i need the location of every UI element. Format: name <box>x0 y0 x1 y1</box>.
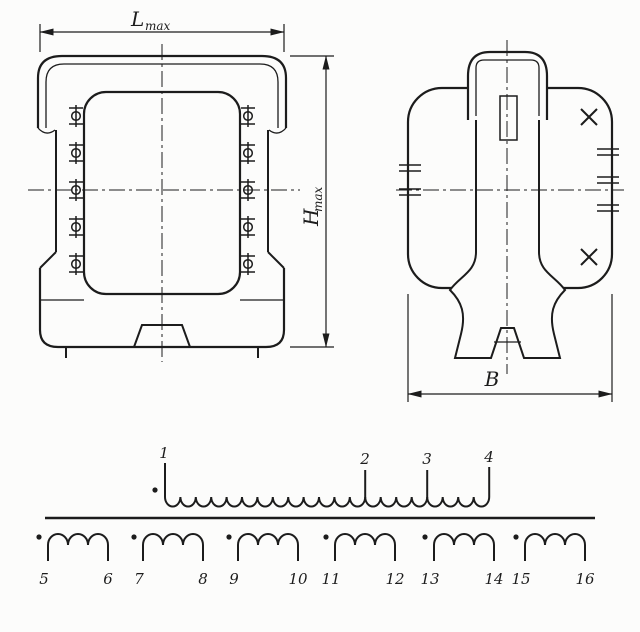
secondary-terminal-label: 10 <box>288 570 308 588</box>
side-lug-icon <box>596 176 620 184</box>
polarity-dot-icon <box>422 534 428 540</box>
side-lug-icon <box>596 204 620 212</box>
secondary-terminal-label: 7 <box>134 570 144 588</box>
secondary-winding-3: 9 10 <box>226 533 308 588</box>
front-strap-curl-left <box>37 127 56 134</box>
secondary-terminal-label: 16 <box>575 570 595 588</box>
winding-schematic: 1 2 3 4 5 6 7 8 9 10 11 <box>36 444 595 588</box>
secondary-winding-5: 13 14 <box>420 533 504 588</box>
secondary-coil <box>47 533 109 561</box>
dim-length-letter: L <box>130 7 144 31</box>
terminal-pin-icon <box>68 215 84 239</box>
secondary-coil <box>142 533 204 561</box>
dim-height-subscript: max <box>311 186 325 212</box>
polarity-dot-icon <box>152 487 158 493</box>
front-chamfer-left <box>39 251 57 269</box>
primary-terminal-3-label: 3 <box>422 450 432 468</box>
secondary-terminal-label: 13 <box>420 570 439 588</box>
primary-coil-section-1-2 <box>164 496 367 508</box>
terminal-pin-icon <box>240 104 256 128</box>
side-cap-window <box>499 95 518 141</box>
terminal-pin-icon <box>240 215 256 239</box>
secondary-winding-4: 11 12 <box>321 533 405 588</box>
polarity-dot-icon <box>36 534 42 540</box>
polarity-dot-icon <box>323 534 329 540</box>
side-view <box>396 40 624 374</box>
dimension-length: L max <box>39 7 285 52</box>
front-strap-curl-right <box>268 127 287 134</box>
primary-coil-section-3-4 <box>426 496 491 508</box>
rivet-cross-icon <box>580 248 598 266</box>
polarity-dot-icon <box>226 534 232 540</box>
primary-coil-section-2-3 <box>364 496 429 508</box>
secondary-coil <box>433 533 495 561</box>
secondary-winding-2: 7 8 <box>131 533 208 588</box>
dim-height-letter: H <box>299 208 323 227</box>
secondary-winding-1: 5 6 <box>36 533 113 588</box>
dim-width-letter: B <box>484 367 500 391</box>
secondary-coil <box>237 533 299 561</box>
terminal-pin-icon <box>240 141 256 165</box>
secondary-terminal-label: 8 <box>198 570 208 588</box>
rivet-cross-icon <box>580 108 598 126</box>
secondary-terminal-label: 15 <box>511 570 530 588</box>
terminal-pin-icon <box>68 252 84 276</box>
secondary-terminal-label: 6 <box>103 570 113 588</box>
primary-winding: 1 2 3 4 <box>152 444 494 508</box>
secondary-terminal-label: 14 <box>484 570 503 588</box>
secondary-coil <box>334 533 396 561</box>
dimension-height: H max <box>290 55 334 348</box>
secondary-coil <box>524 533 586 561</box>
polarity-dot-icon <box>513 534 519 540</box>
primary-terminal-2-label: 2 <box>359 450 370 468</box>
primary-terminal-4-label: 4 <box>483 448 494 466</box>
front-view <box>28 44 300 362</box>
dimension-width: B <box>407 294 613 402</box>
secondary-terminal-label: 12 <box>385 570 404 588</box>
terminal-pin-icon <box>68 141 84 165</box>
primary-terminal-1-label: 1 <box>159 444 169 462</box>
secondary-terminal-label: 9 <box>229 570 239 588</box>
dim-length-subscript: max <box>145 19 171 33</box>
terminal-pin-icon <box>68 104 84 128</box>
front-chamfer-right <box>267 251 285 269</box>
side-lug-icon <box>398 164 422 172</box>
secondary-terminal-label: 5 <box>39 570 49 588</box>
side-lug-icon <box>596 148 620 156</box>
polarity-dot-icon <box>131 534 137 540</box>
secondary-terminal-label: 11 <box>321 570 340 588</box>
secondary-winding-6: 15 16 <box>511 533 595 588</box>
terminal-pin-icon <box>240 252 256 276</box>
